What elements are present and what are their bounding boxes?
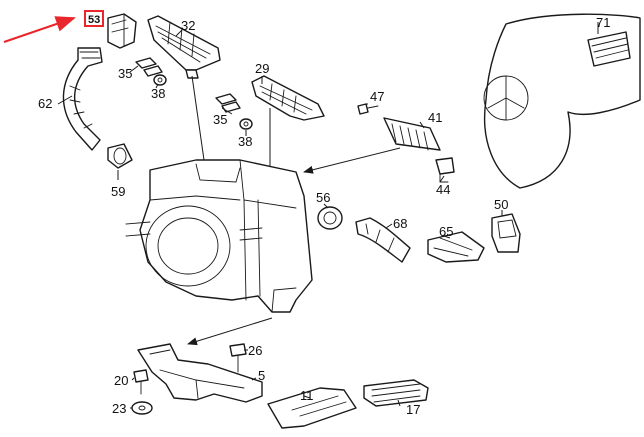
- part-59[interactable]: [107, 143, 133, 169]
- callout-38-lower: 38: [238, 134, 252, 149]
- part-20[interactable]: [133, 369, 149, 395]
- callout-65: 65: [439, 224, 453, 239]
- part-53[interactable]: [107, 13, 137, 49]
- heater-housing[interactable]: [125, 159, 313, 313]
- callout-29: 29: [255, 61, 269, 76]
- callout-71: 71: [596, 15, 610, 30]
- part-29[interactable]: [251, 75, 325, 121]
- callout-41: 41: [428, 110, 442, 125]
- part-5[interactable]: [137, 343, 263, 403]
- part-32[interactable]: [147, 15, 221, 79]
- part-26[interactable]: [229, 343, 247, 373]
- highlighted-part-label: 53: [88, 14, 100, 26]
- callout-11: 11: [300, 388, 314, 403]
- leader-41-to-housing: [303, 147, 401, 174]
- leader-32-to-housing: [191, 75, 205, 161]
- part-38-lower[interactable]: [239, 118, 253, 130]
- part-38-upper[interactable]: [153, 74, 167, 86]
- part-71[interactable]: [483, 13, 641, 189]
- part-17[interactable]: [363, 379, 429, 407]
- leader-lines: [57, 22, 599, 409]
- callout-56: 56: [316, 190, 330, 205]
- callout-20: 20: [114, 373, 128, 388]
- part-50[interactable]: [491, 213, 521, 253]
- part-41[interactable]: [383, 117, 441, 151]
- part-65[interactable]: [427, 231, 485, 263]
- part-62[interactable]: [62, 47, 103, 151]
- callout-32: 32: [181, 18, 195, 33]
- callout-23: 23: [112, 401, 126, 416]
- callout-35-upper: 35: [118, 66, 132, 81]
- callout-59: 59: [111, 184, 125, 199]
- callout-35-lower: 35: [213, 112, 227, 127]
- part-35-lower[interactable]: [215, 93, 241, 113]
- part-23[interactable]: [131, 401, 153, 415]
- callout-5: 5: [258, 368, 265, 383]
- part-44[interactable]: [435, 157, 455, 183]
- red-pointer-arrow: [3, 16, 76, 43]
- callout-44: 44: [436, 182, 450, 197]
- part-47[interactable]: [357, 103, 379, 115]
- part-35-upper[interactable]: [135, 57, 163, 77]
- highlight-marker: 53: [3, 10, 104, 43]
- callout-26: 26: [248, 343, 262, 358]
- callout-62: 62: [38, 96, 52, 111]
- callout-68: 68: [393, 216, 407, 231]
- callout-labels: 71 32 35 38 62 59 29 35 38 47 41 44 56 6…: [38, 15, 610, 417]
- callout-17: 17: [406, 402, 420, 417]
- callout-38-upper: 38: [151, 86, 165, 101]
- part-68[interactable]: [355, 217, 411, 263]
- part-56[interactable]: [317, 206, 343, 230]
- callout-47: 47: [370, 89, 384, 104]
- highlight-box: [84, 10, 104, 27]
- callout-50: 50: [494, 197, 508, 212]
- leader-housing-to-duct: [187, 317, 273, 346]
- part-11[interactable]: [267, 387, 357, 429]
